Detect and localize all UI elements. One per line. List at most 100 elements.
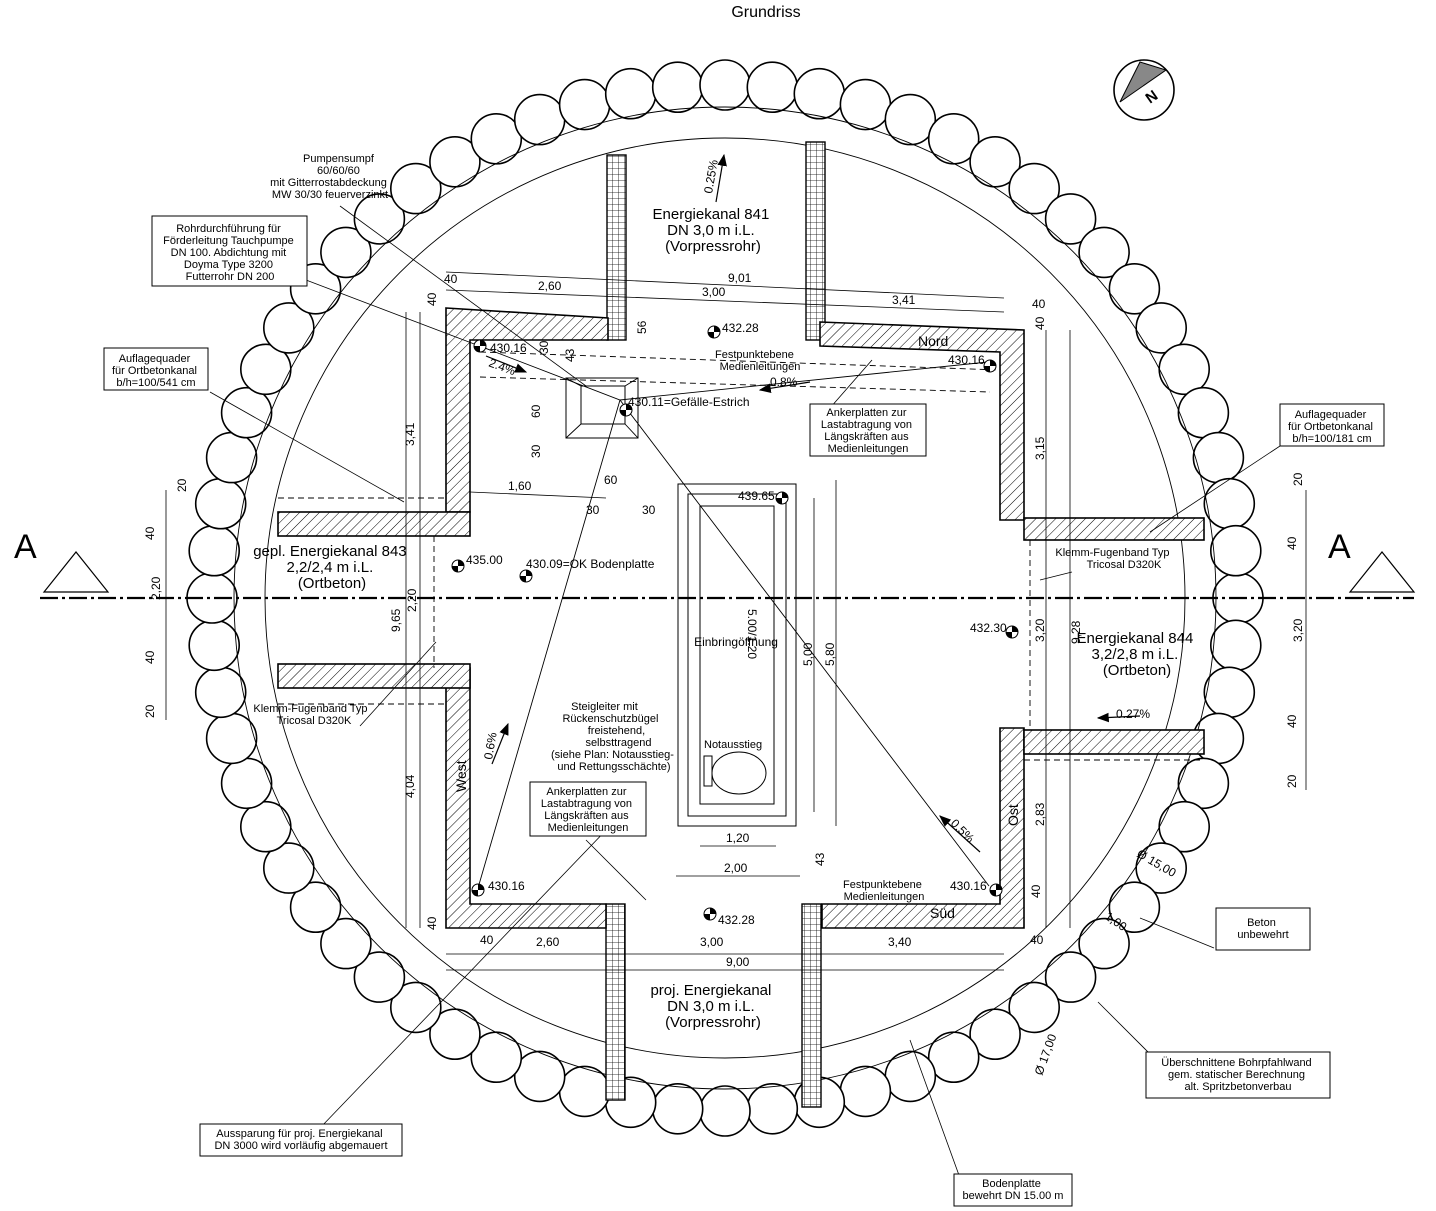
south-pipe-wall-left xyxy=(605,903,626,1101)
bored-pile xyxy=(969,136,1021,188)
bored-pile xyxy=(289,881,342,934)
bored-pile xyxy=(353,193,406,245)
bored-pile xyxy=(320,226,372,279)
dim-left-c: 2,20 xyxy=(405,588,419,612)
dim-open-200: 2,00 xyxy=(724,861,748,875)
callout-box-aussparung xyxy=(199,1123,403,1157)
bored-pile xyxy=(470,113,523,165)
bored-pile xyxy=(746,1083,799,1135)
bored-pile xyxy=(746,61,799,113)
level-label-11: 432.28 xyxy=(718,913,755,927)
bored-pile xyxy=(651,1083,704,1135)
bored-pile xyxy=(513,93,566,146)
dim-bot-w: 40 xyxy=(480,933,494,947)
dim-right-w1: 40 xyxy=(1033,316,1047,330)
dim-sump-30a: 30 xyxy=(537,340,551,354)
slope-arrow-sw xyxy=(491,722,509,765)
slope-arrow-se xyxy=(939,815,981,853)
bored-pile xyxy=(389,981,442,1034)
slope-label-se: 0.5% xyxy=(948,816,977,845)
callout-bodenplatte: Bodenplatte bewehrt DN 15.00 m xyxy=(963,1178,1064,1202)
dim-sump-56: 56 xyxy=(635,320,649,334)
callout-klemm-west: Klemm-Fugenband Typ Tricosal D320K xyxy=(253,703,370,727)
bored-pile xyxy=(793,67,846,120)
bored-pile xyxy=(188,619,240,672)
level-marker-icon xyxy=(703,907,717,921)
level-marker-icon xyxy=(619,403,633,417)
callout-box-bohrpfahlwand xyxy=(1145,1051,1331,1099)
north-pipe-wall-right xyxy=(805,141,826,341)
level-marker-icon xyxy=(983,359,997,373)
callout-auflagequader-west: Auflagequader für Ortbetonkanal b/h=100/… xyxy=(112,353,200,389)
bored-pile xyxy=(1078,226,1130,279)
channel-dashed-lines xyxy=(278,497,1204,761)
bored-pile xyxy=(205,431,258,484)
dim-far-left-d: 40 xyxy=(143,650,157,664)
dimension-lines xyxy=(165,271,1307,971)
slope-label-sw: 0.6% xyxy=(481,731,500,761)
dim-right-c: 3,20 xyxy=(1033,618,1047,642)
callout-notausstieg: Notausstieg xyxy=(704,739,762,751)
channel-south-label: proj. Energiekanal DN 3,0 m i.L. (Vorpre… xyxy=(650,982,775,1031)
dim-wall-160: 1,60 xyxy=(508,479,532,493)
dim-left-a: 3,41 xyxy=(403,422,417,446)
callout-einbring-size: 5.00/1.20 xyxy=(745,609,759,659)
level-marker-icon xyxy=(471,883,485,897)
drainage-lines xyxy=(476,344,990,889)
callout-ankerplatten-south: Ankerplatten zur Lastabtragung von Längs… xyxy=(541,786,635,834)
wall-label-west: West xyxy=(453,760,469,792)
level-marker-icon xyxy=(1005,625,1019,639)
callout-box-ankerplatten-south xyxy=(529,781,647,837)
callout-steigleiter: Steigleiter mit Rückenschutzbügel freist… xyxy=(551,701,677,773)
bored-pile xyxy=(604,67,657,120)
level-marker-icon xyxy=(451,559,465,573)
section-label-west: A xyxy=(14,528,37,566)
slope-arrow-north xyxy=(715,153,727,203)
bored-pile xyxy=(389,162,442,215)
bored-pile xyxy=(839,1065,892,1118)
slope-label-east: 0.27% xyxy=(1116,707,1150,721)
dim-far-right-b: 40 xyxy=(1285,536,1299,550)
level-label-2: 430.16 xyxy=(490,341,527,355)
callout-box-auflagequader-east xyxy=(1279,403,1385,447)
dim-sump-30b: 30 xyxy=(529,444,543,458)
bored-pile xyxy=(1135,302,1187,354)
level-marker-icon xyxy=(989,883,1003,897)
dim-open-580: 5,80 xyxy=(823,642,837,666)
bored-pile xyxy=(1108,881,1161,934)
wall-label-north: Nord xyxy=(918,333,948,349)
insertion-opening xyxy=(677,483,797,827)
dim-right-a: 3,15 xyxy=(1033,436,1047,460)
dim-far-left-e: 20 xyxy=(143,704,157,718)
north-pipe-wall-left xyxy=(606,154,627,341)
bored-pile xyxy=(1044,951,1097,1003)
callout-festpunkt-south: Festpunktebene Medienleitungen xyxy=(843,879,925,903)
callout-pumpensumpf: Pumpensumpf 60/60/60 mit Gitterrostabdec… xyxy=(270,153,390,201)
dim-bot-b: 3,00 xyxy=(700,935,724,949)
bored-pile xyxy=(1044,193,1097,245)
bored-pile xyxy=(220,757,273,810)
slope-label-ne: 0.8% xyxy=(770,375,798,389)
dim-top-e: 40 xyxy=(1032,297,1046,311)
dim-far-right-c: 3,20 xyxy=(1291,618,1305,642)
dim-open-120: 1,20 xyxy=(726,831,750,845)
dim-sump-43: 43 xyxy=(563,348,577,362)
bored-pile xyxy=(239,800,292,853)
bored-pile xyxy=(513,1050,566,1103)
callout-box-auflagequader-west xyxy=(103,347,209,391)
level-label-9: 430.16 xyxy=(488,879,525,893)
shaft-walls xyxy=(277,307,1205,929)
bored-pile xyxy=(1177,757,1230,810)
dim-right-w2: 40 xyxy=(1029,884,1043,898)
channel-east-label: Energiekanal 844 3,2/2,8 m i.L. (Ortbeto… xyxy=(1077,630,1198,679)
level-marker-icon xyxy=(775,491,789,505)
dim-right-d: 2,83 xyxy=(1033,802,1047,826)
section-marker-east: A xyxy=(1328,528,1416,593)
dim-open-43: 43 xyxy=(813,852,827,866)
bored-pile xyxy=(429,136,481,188)
dim-far-right-a: 20 xyxy=(1291,472,1305,486)
dim-right-b: 9,28 xyxy=(1069,620,1083,644)
callout-aussparung: Aussparung für proj. Energiekanal DN 300… xyxy=(214,1128,387,1152)
dim-bot-a: 2,60 xyxy=(536,935,560,949)
dim-diameter-1700: Ø 17,00 xyxy=(1032,1032,1060,1077)
